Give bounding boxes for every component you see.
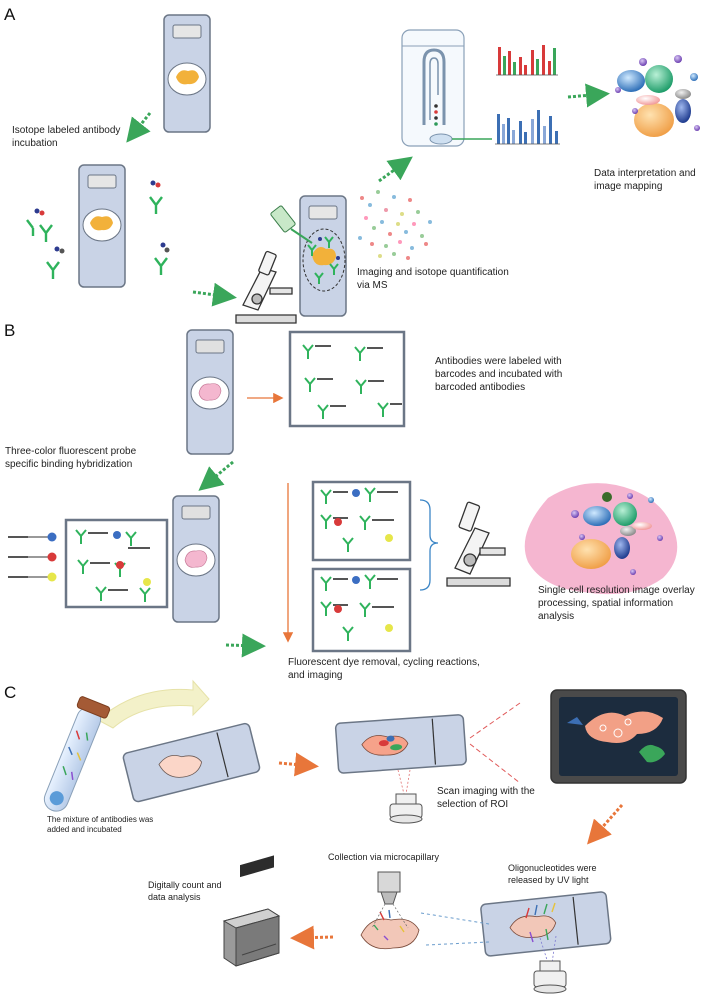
- label-fluorescent-probe-line1: Three-color fluorescent probe: [5, 446, 137, 457]
- label-data-interpretation-line2: image mapping: [594, 180, 663, 192]
- panel-b-artwork: [8, 329, 678, 658]
- label-scan-imaging: Scan imaging with the selection of ROI: [437, 786, 535, 812]
- panel-c-letter: C: [4, 683, 17, 702]
- microscope-a: [235, 250, 297, 324]
- laser-probe-a: [270, 205, 313, 244]
- label-imaging-ms-line2: via MS: [357, 279, 388, 291]
- label-imaging-ms-line1: Imaging and isotope quantification: [357, 267, 509, 278]
- label-uv-release: Oligonucleotides were released by UV lig…: [508, 863, 597, 886]
- objective-uv-c: [533, 960, 567, 994]
- label-antibody-mixture: The mixture of antibodies was added and …: [47, 815, 153, 835]
- isotope-tags-a: [34, 180, 170, 254]
- curved-arrow-c: [97, 679, 210, 729]
- test-tube-c: [43, 696, 111, 812]
- label-antibody-mixture-line2: added and incubated: [47, 825, 122, 835]
- label-isotope-antibody-line1: Isotope labeled antibody: [12, 125, 121, 136]
- label-scan-imaging-line1: Scan imaging with the: [437, 786, 535, 797]
- bracket-b: [419, 499, 439, 591]
- slide-left-c: [122, 722, 261, 803]
- monitor-c: [550, 689, 687, 784]
- hybridization-box-b: [64, 518, 169, 609]
- slide-top-a: [163, 14, 211, 133]
- slide-scan-c: [334, 714, 467, 774]
- label-barcodes-line3: barcoded antibodies: [435, 381, 526, 393]
- cell-image-a: [615, 55, 700, 137]
- label-antibody-mixture-line1: The mixture of antibodies was: [47, 815, 154, 824]
- probes-left-b: [8, 532, 57, 582]
- label-dye-removal-line2: and imaging: [288, 669, 343, 681]
- spectrum-blue-a: [495, 110, 560, 145]
- panel-a-letter: A: [4, 5, 16, 24]
- label-single-cell-line1: Single cell resolution image overlay: [538, 585, 695, 596]
- label-single-cell-line2: processing, spatial information: [538, 597, 674, 609]
- cycle-box-2-b: [311, 567, 412, 653]
- label-uv-release-line1: Oligonucleotides were: [508, 863, 597, 873]
- label-dye-removal-line1: Fluorescent dye removal, cycling reactio…: [288, 657, 480, 668]
- slide-imaging-a: [299, 195, 347, 317]
- label-digital-count: Digitally count and data analysis: [148, 880, 222, 903]
- label-data-interpretation: Data interpretation and image mapping: [594, 168, 696, 194]
- label-imaging-ms: Imaging and isotope quantification via M…: [357, 267, 509, 293]
- label-uv-release-line2: released by UV light: [508, 874, 589, 885]
- label-isotope-antibody: Isotope labeled antibody incubation: [12, 125, 120, 151]
- slide-middle-a: [78, 164, 126, 288]
- label-digital-count-line1: Digitally count and: [148, 880, 222, 890]
- label-barcodes-line1: Antibodies were labeled with: [435, 356, 562, 367]
- spectrum-red-a: [496, 45, 558, 76]
- sequencer-c: [222, 855, 281, 967]
- slide-middle-b: [172, 495, 220, 623]
- label-single-cell: Single cell resolution image overlay pro…: [538, 585, 695, 623]
- microscope-b: [446, 501, 511, 587]
- slide-top-b: [186, 329, 234, 455]
- cell-overlay-b: [524, 483, 678, 595]
- label-dye-removal: Fluorescent dye removal, cycling reactio…: [288, 657, 480, 683]
- panel-a-artwork: [26, 14, 700, 324]
- scan-beam-c: [397, 769, 411, 795]
- label-isotope-antibody-line2: incubation: [12, 137, 58, 149]
- label-fluorescent-probe-line2: specific binding hybridization: [5, 458, 133, 470]
- cycle-box-1-b: [311, 480, 412, 562]
- panel-b-letter: B: [4, 321, 16, 340]
- mass-spectrometer-a: [401, 29, 492, 147]
- label-digital-count-line2: data analysis: [148, 891, 201, 902]
- antibodies-a: [26, 196, 168, 279]
- label-scan-imaging-line2: selection of ROI: [437, 798, 509, 810]
- label-microcapillary: Collection via microcapillary: [328, 852, 440, 862]
- slide-uv-c: [480, 891, 612, 964]
- label-barcodes-line2: barcodes and incubated with: [435, 368, 563, 380]
- microcapillary-c: [360, 871, 420, 950]
- panel-c-artwork: [43, 679, 687, 994]
- label-single-cell-line3: analysis: [538, 610, 575, 622]
- label-data-interpretation-line1: Data interpretation and: [594, 168, 696, 179]
- label-fluorescent-probe: Three-color fluorescent probe specific b…: [5, 446, 136, 472]
- ion-cloud-a: [358, 190, 432, 260]
- objective-c: [389, 793, 423, 824]
- label-barcodes: Antibodies were labeled with barcodes an…: [435, 356, 562, 394]
- barcode-box-top-b: [288, 330, 406, 428]
